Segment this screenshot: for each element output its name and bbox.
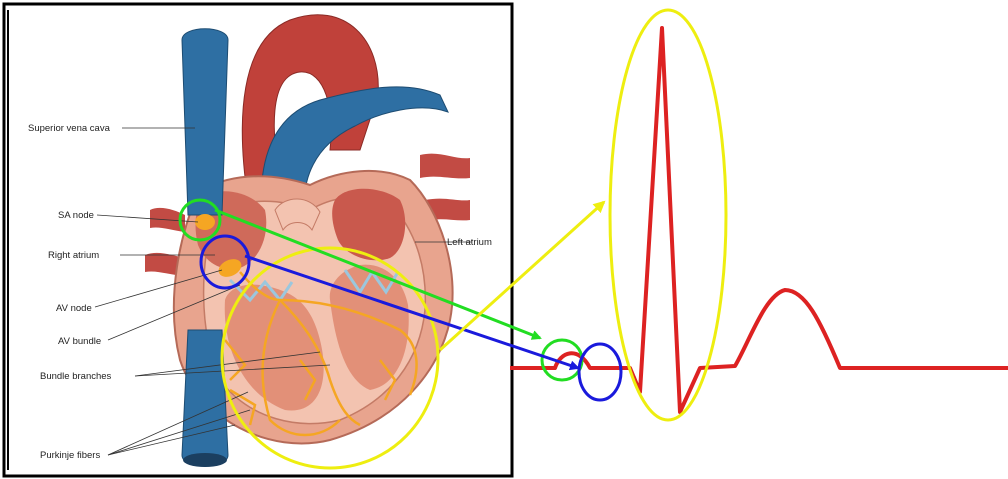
label-purkinje-fibers: Purkinje fibers bbox=[40, 450, 100, 461]
heart-illustration-panel: Superior vena cava SA node Right atrium … bbox=[4, 4, 512, 476]
label-left-atrium: Left atrium bbox=[447, 237, 492, 248]
label-superior-vena-cava: Superior vena cava bbox=[28, 123, 111, 134]
label-sa-node: SA node bbox=[58, 210, 94, 221]
label-av-bundle: AV bundle bbox=[58, 336, 101, 347]
pr-segment-highlight-circle bbox=[579, 344, 621, 400]
label-bundle-branches: Bundle branches bbox=[40, 371, 112, 382]
qrs-highlight-ellipse bbox=[610, 10, 726, 420]
superior-vena-cava bbox=[182, 29, 228, 215]
p-wave-highlight-circle bbox=[542, 340, 582, 380]
label-right-atrium: Right atrium bbox=[48, 250, 99, 261]
label-av-node: AV node bbox=[56, 303, 92, 314]
